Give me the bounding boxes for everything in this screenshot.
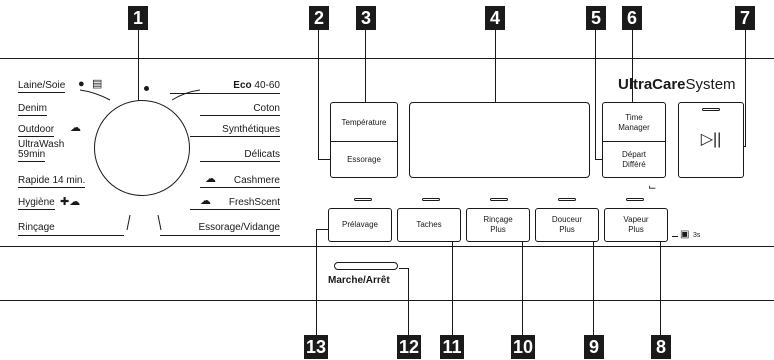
program-dial[interactable] (94, 100, 190, 196)
power-label: Marche/Arrêt (328, 275, 390, 286)
program-laine-soie: Laine/Soie (18, 80, 66, 93)
depart-differe-button[interactable]: Départ Différé (602, 141, 666, 178)
brand-rest: System (685, 76, 736, 93)
essorage-button[interactable]: Essorage (330, 141, 398, 178)
outdoor-icon: ☁ (70, 122, 81, 134)
hygiene-icon: ✚☁ (60, 196, 81, 208)
prelavage-button[interactable]: Prélavage (328, 208, 392, 242)
program-freshscent: FreshScent (190, 197, 280, 210)
program-eco: Eco 40-60 (190, 80, 280, 92)
callout-12: 12 (397, 335, 421, 359)
rincage-led (490, 198, 508, 201)
callout-3: 3 (356, 6, 376, 30)
program-essorage-vidange: Essorage/Vidange (198, 222, 280, 233)
prelavage-label: Prélavage (341, 220, 379, 229)
prelavage-led (354, 198, 372, 201)
program-eco-range: 40-60 (254, 80, 280, 91)
start-pause-button[interactable]: ▷|| (678, 102, 744, 178)
time-manager-label-1: Time (625, 112, 643, 122)
lock-icon: ▣ (680, 229, 690, 240)
display-screen (409, 102, 590, 178)
douceur-plus-label-1: Douceur (551, 215, 583, 224)
callout-4: 4 (485, 6, 505, 30)
rincage-plus-label-2: Plus (490, 225, 506, 234)
essorage-label: Essorage (347, 154, 381, 164)
douceur-plus-button[interactable]: Douceur Plus (535, 208, 599, 242)
program-eco-bold: Eco (233, 80, 252, 91)
vapeur-plus-button[interactable]: Vapeur Plus (604, 208, 668, 242)
dial-indicator-dot (144, 86, 149, 91)
callout-6: 6 (622, 6, 642, 30)
program-59min: 59min (18, 149, 46, 162)
program-rapide: Rapide 14 min. (18, 175, 86, 188)
callout-5: 5 (586, 6, 606, 30)
vapeur-plus-label-2: Plus (628, 225, 644, 234)
temperature-button[interactable]: Température (330, 102, 398, 142)
brand-logo: UltraCareSystem (618, 76, 736, 93)
vapeur-led (626, 198, 644, 201)
play-pause-icon: ▷|| (700, 131, 722, 148)
program-cashmere: Cashmere (200, 175, 280, 188)
callout-7: 7 (735, 6, 755, 30)
time-manager-label-2: Manager (618, 122, 650, 132)
brand-bold: UltraCare (618, 76, 686, 93)
program-rincage: Rinçage (18, 222, 55, 233)
program-outdoor: Outdoor (18, 124, 55, 137)
callout-11: 11 (440, 335, 464, 359)
callout-1: 1 (128, 6, 148, 30)
callout-8: 8 (651, 335, 671, 359)
callout-10: 10 (511, 335, 535, 359)
power-button[interactable] (334, 262, 398, 270)
callout-2: 2 (309, 6, 329, 30)
handwash-icon: ▤ (92, 78, 103, 90)
wool-icon: ● (78, 78, 85, 90)
douceur-led (558, 198, 576, 201)
freshscent-icon: ☁ (200, 195, 211, 207)
program-denim: Denim (18, 103, 47, 116)
taches-label: Taches (416, 220, 442, 229)
program-delicats: Délicats (200, 149, 280, 162)
lock-hint-label: 3s (693, 232, 701, 239)
taches-led (422, 198, 440, 201)
callout-9: 9 (584, 335, 604, 359)
program-ultrawash: UltraWash (18, 139, 65, 150)
program-coton: Coton (200, 103, 280, 116)
rincage-plus-label-1: Rinçage (483, 215, 513, 224)
depart-differe-label-1: Départ (621, 149, 646, 159)
douceur-plus-label-2: Plus (559, 225, 575, 234)
cashmere-icon: ☁ (205, 173, 216, 185)
child-lock-icon: ⌙ (648, 182, 657, 193)
callout-13: 13 (304, 335, 328, 359)
start-pause-led (702, 108, 720, 111)
program-hygiene: Hygiène (18, 197, 55, 210)
time-manager-button[interactable]: Time Manager (602, 102, 666, 142)
rincage-plus-button[interactable]: Rinçage Plus (466, 208, 530, 242)
program-synthetiques: Synthétiques (190, 124, 280, 137)
vapeur-plus-label-1: Vapeur (623, 215, 649, 224)
taches-button[interactable]: Taches (397, 208, 461, 242)
depart-differe-label-2: Différé (622, 159, 646, 169)
temperature-label: Température (341, 117, 387, 127)
